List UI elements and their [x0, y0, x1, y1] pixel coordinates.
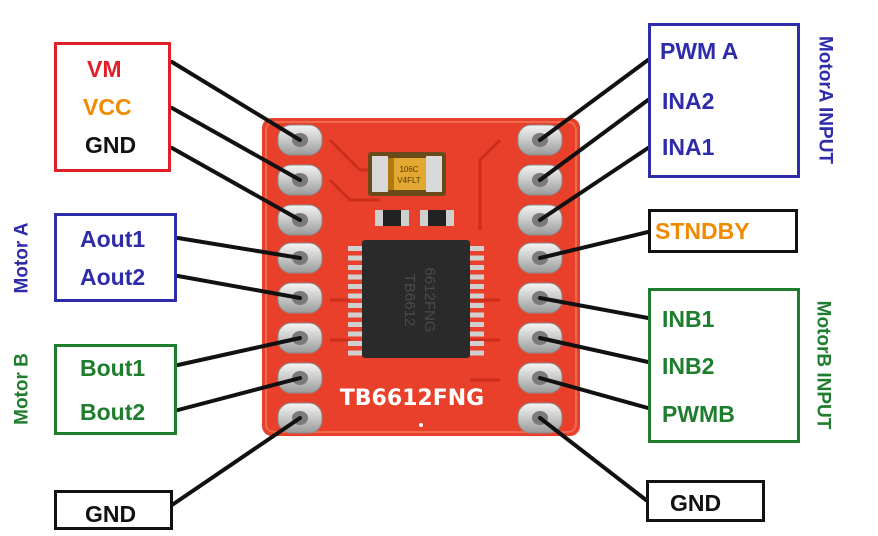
- ic-lead: [348, 265, 362, 270]
- left-gnd-label: GND: [85, 501, 137, 527]
- aout1-label: Aout1: [80, 226, 146, 252]
- ic-lead: [348, 341, 362, 346]
- left-gnd-box: [54, 490, 173, 530]
- vcc-label: VCC: [83, 94, 132, 120]
- standby-label: STNDBY: [655, 218, 750, 244]
- standby-box: [648, 209, 798, 253]
- ic-lead: [470, 341, 484, 346]
- right-header-pins: [517, 124, 563, 434]
- wire-12: [538, 230, 650, 260]
- ic-lead: [470, 350, 484, 356]
- bout1-label: Bout1: [80, 355, 146, 381]
- ic-lead: [470, 255, 484, 261]
- capacitor-text-2: V4FLT: [397, 176, 421, 185]
- ic-lead: [348, 312, 362, 318]
- tb6612fng-chip: TB6612 6612FNG: [348, 240, 484, 358]
- wire-13: [538, 296, 650, 320]
- ic-lead: [348, 303, 362, 308]
- ic-lead: [348, 350, 362, 356]
- inb1-label: INB1: [662, 306, 715, 332]
- right-gnd-label: GND: [670, 490, 722, 516]
- aout2-label: Aout2: [80, 264, 146, 290]
- wire-14: [538, 336, 650, 364]
- ic-lead: [470, 303, 484, 308]
- chip-marking-2: 6612FNG: [421, 267, 438, 332]
- ic-lead: [348, 322, 362, 327]
- motor-b-input-box: [648, 288, 800, 443]
- vm-label: VM: [87, 56, 122, 82]
- gnd-power-label: GND: [85, 132, 137, 158]
- smd-resistors: [375, 210, 454, 226]
- ic-lead: [470, 293, 484, 299]
- wire-2: [170, 106, 302, 182]
- wire-1: [170, 60, 302, 142]
- ic-lead: [348, 274, 362, 280]
- wire-3: [170, 146, 302, 222]
- wire-10: [538, 98, 650, 182]
- wire-15: [538, 376, 650, 410]
- ina1-label: INA1: [662, 134, 715, 160]
- bout2-label: Bout2: [80, 399, 146, 425]
- capacitor-text-1: 106C: [399, 165, 418, 174]
- pwma-label: PWM A: [660, 38, 739, 64]
- motor-b-input-side-label: MotorB INPUT: [812, 300, 834, 430]
- ic-lead: [470, 284, 484, 289]
- wire-5: [176, 274, 302, 300]
- ic-lead: [470, 265, 484, 270]
- motor-a-input-side-label: MotorA INPUT: [814, 35, 836, 165]
- tantalum-capacitor: 106C V4FLT: [368, 152, 446, 196]
- wire-11: [538, 146, 650, 222]
- motor-a-side-label: Motor A: [11, 222, 33, 294]
- ic-lead: [348, 246, 362, 251]
- motor-b-output-box: [54, 344, 177, 435]
- inb2-label: INB2: [662, 353, 715, 379]
- connection-wires: [170, 58, 650, 507]
- ic-lead: [348, 331, 362, 337]
- motor-b-side-label: Motor B: [11, 353, 33, 425]
- ic-lead: [470, 246, 484, 251]
- ina2-label: INA2: [662, 88, 715, 114]
- board-silkscreen: TB6612FNG: [340, 386, 485, 411]
- wire-4: [176, 236, 302, 260]
- power-pins-box: [54, 42, 171, 172]
- chip-marking-1: TB6612: [401, 274, 418, 327]
- wire-8: [170, 416, 302, 507]
- wire-9: [538, 58, 650, 142]
- ic-lead: [470, 312, 484, 318]
- ic-lead: [470, 331, 484, 337]
- ic-lead: [348, 293, 362, 299]
- ic-lead: [470, 274, 484, 280]
- ic-lead: [348, 255, 362, 261]
- ic-lead: [470, 322, 484, 327]
- ic-lead: [348, 284, 362, 289]
- pwmb-label: PWMB: [662, 401, 735, 427]
- wire-16: [538, 416, 648, 502]
- right-gnd-box: [646, 480, 765, 522]
- motor-a-output-box: [54, 213, 177, 302]
- motor-a-input-box: [648, 23, 800, 178]
- wire-6: [176, 336, 302, 367]
- wire-7: [176, 376, 302, 412]
